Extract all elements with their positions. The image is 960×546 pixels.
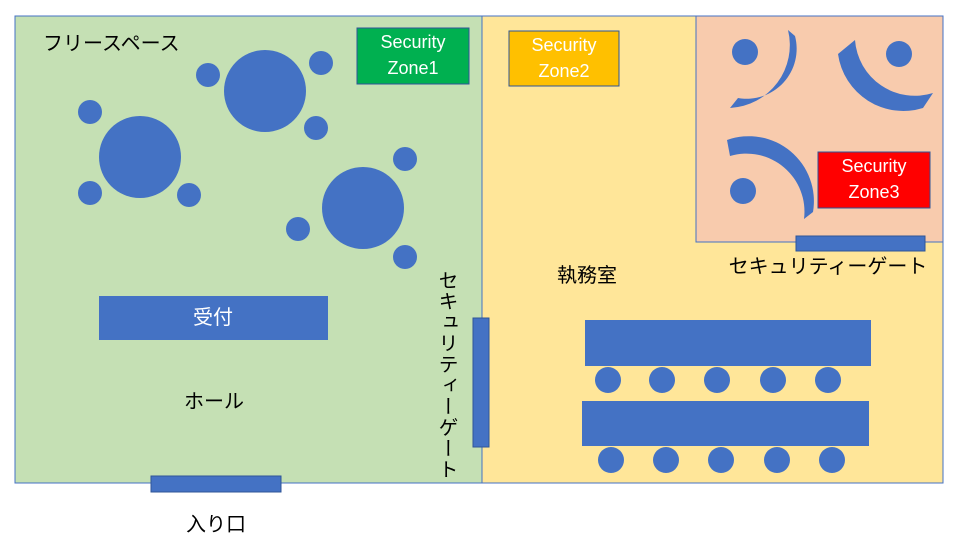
security-gate-vertical — [472, 317, 490, 448]
chair — [732, 39, 758, 65]
chair — [653, 447, 679, 473]
free-space-label: フリースペース — [43, 31, 180, 55]
hall-label: ホール — [184, 389, 244, 413]
arc-seat — [727, 136, 814, 219]
chair — [886, 41, 912, 67]
svg-text:Zone2: Zone2 — [538, 61, 589, 81]
chair — [704, 367, 730, 393]
security-gate-horizontal-label: セキュリティーゲート — [729, 254, 928, 278]
arc-seat — [730, 30, 797, 108]
chair — [393, 245, 417, 269]
security-zone1-badge: Security Zone1 — [356, 27, 470, 85]
office-label: 執務室 — [557, 263, 617, 287]
chair — [764, 447, 790, 473]
security-zone3-badge: Security Zone3 — [817, 151, 931, 209]
chair — [730, 178, 756, 204]
chair — [760, 367, 786, 393]
chair — [286, 217, 310, 241]
chair — [309, 51, 333, 75]
chair — [304, 116, 328, 140]
desk — [582, 401, 869, 446]
security-zone2-badge: Security Zone2 — [508, 30, 620, 87]
round-table — [322, 167, 404, 249]
chair — [815, 367, 841, 393]
entrance-mat — [150, 475, 282, 493]
chair — [393, 147, 417, 171]
reception-counter — [99, 296, 328, 340]
svg-text:Zone3: Zone3 — [848, 182, 899, 202]
svg-text:Zone1: Zone1 — [387, 58, 438, 78]
chair — [177, 183, 201, 207]
entrance-label: 入り口 — [186, 512, 246, 536]
secure-room-furniture — [727, 30, 933, 219]
chair — [819, 447, 845, 473]
security-gate-horizontal — [795, 235, 926, 252]
svg-text:Security: Security — [380, 32, 445, 52]
chair — [78, 100, 102, 124]
free-space-tables — [78, 50, 417, 269]
chair — [78, 181, 102, 205]
reception-label: 受付 — [193, 305, 233, 329]
office-desks — [582, 320, 871, 473]
chair — [196, 63, 220, 87]
chair — [708, 447, 734, 473]
svg-text:Security: Security — [841, 156, 906, 176]
round-table — [224, 50, 306, 132]
chair — [595, 367, 621, 393]
security-gate-vertical-label: セキュリティーゲート — [435, 270, 459, 480]
arc-seat — [838, 40, 933, 111]
desk — [585, 320, 871, 366]
svg-text:Security: Security — [531, 35, 596, 55]
chair — [598, 447, 624, 473]
round-table — [99, 116, 181, 198]
chair — [649, 367, 675, 393]
